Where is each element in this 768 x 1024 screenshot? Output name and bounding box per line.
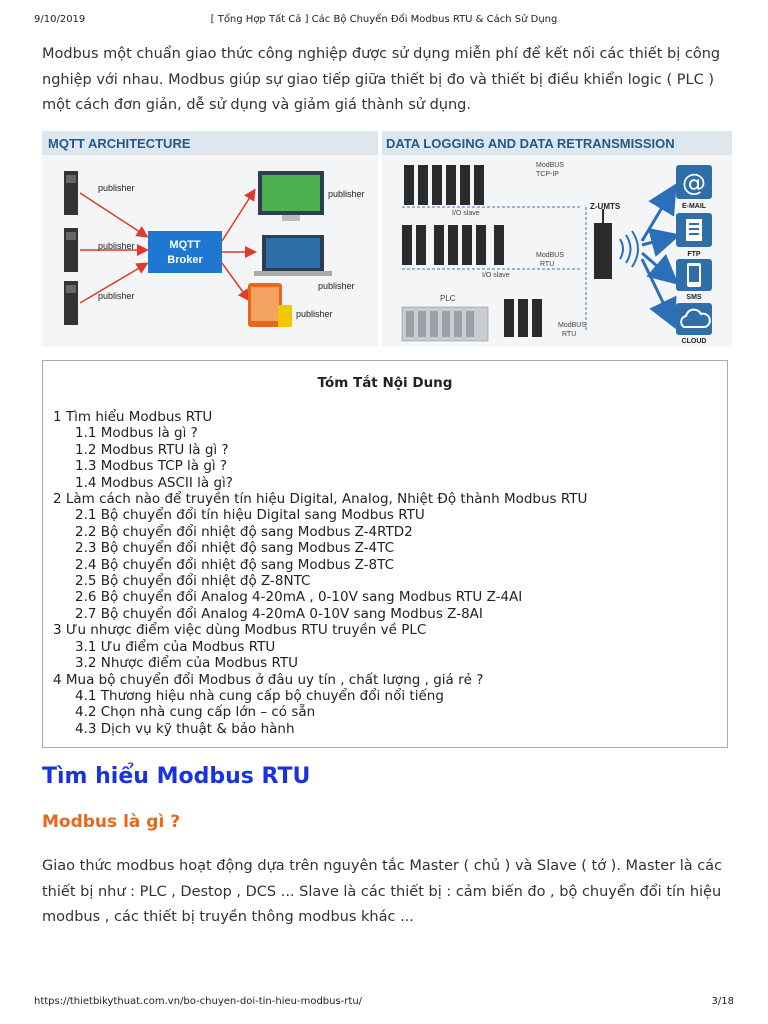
toc-item[interactable]: 4.3 Dịch vụ kỹ thuật & bảo hành bbox=[75, 720, 295, 737]
body-paragraph: Giao thức modbus hoạt động dựa trên nguy… bbox=[42, 858, 723, 925]
io-slave-label: I/O slave bbox=[452, 210, 480, 217]
publisher-label: publisher bbox=[98, 291, 135, 301]
toc-item[interactable]: 2 Làm cách nào để truyền tín hiệu Digita… bbox=[53, 491, 588, 508]
subsection-heading: Modbus là gì ? bbox=[42, 812, 181, 832]
toc-item[interactable]: 3.1 Ưu điểm của Modbus RTU bbox=[75, 638, 276, 655]
publisher-label: publisher bbox=[318, 281, 355, 291]
toc-item[interactable]: 2.1 Bộ chuyển đổi tín hiệu Digital sang … bbox=[75, 507, 425, 524]
toc-item[interactable]: 1.3 Modbus TCP là gì ? bbox=[75, 458, 228, 475]
toc-item[interactable]: 4 Mua bộ chuyển đổi Modbus ở đâu uy tín … bbox=[53, 671, 484, 688]
toc-item[interactable]: 1.1 Modbus là gì ? bbox=[75, 425, 198, 442]
toc-item[interactable]: 2.4 Bộ chuyển đổi nhiệt độ sang Modbus Z… bbox=[75, 556, 394, 573]
toc-item[interactable]: 2.2 Bộ chuyển đổi nhiệt độ sang Modbus Z… bbox=[75, 523, 413, 540]
left-header-bar bbox=[42, 131, 378, 155]
print-footer: https://thietbikythuat.com.vn/bo-chuyen-… bbox=[34, 996, 734, 1010]
publisher-label: publisher bbox=[98, 241, 135, 251]
toc-item[interactable]: 4.2 Chọn nhà cung cấp lớn – có sẵn bbox=[75, 704, 316, 721]
print-page-title: [ Tổng Hợp Tất Cả ] Các Bộ Chuyển Đổi Mo… bbox=[210, 14, 558, 25]
modbus-tcp-label-2: TCP-IP bbox=[536, 171, 559, 178]
email-label: E-MAIL bbox=[682, 203, 707, 210]
io-module-row bbox=[404, 165, 484, 205]
intro-paragraph: Modbus một chuẩn giao thức công nghiệp đ… bbox=[42, 46, 721, 113]
modbus-rtu-label-1: ModBUS bbox=[558, 322, 586, 329]
toc-item[interactable]: 2.3 Bộ chuyển đổi nhiệt độ sang Modbus Z… bbox=[75, 540, 394, 557]
email-icon: @ bbox=[676, 165, 712, 199]
monitor-icon bbox=[258, 171, 324, 221]
sms-label: SMS bbox=[686, 294, 702, 301]
device-icon bbox=[64, 171, 78, 325]
toc-item[interactable]: 4.1 Thương hiệu nhà cung cấp bộ chuyển đ… bbox=[75, 687, 444, 704]
toc-item[interactable]: 3 Ưu nhược điểm việc dùng Modbus RTU tru… bbox=[53, 622, 427, 639]
plc-icon bbox=[401, 306, 489, 342]
toc-item[interactable]: 1 Tìm hiểu Modbus RTU bbox=[53, 409, 213, 425]
broker-line2: Broker bbox=[167, 254, 203, 266]
print-date: 9/10/2019 bbox=[34, 14, 86, 25]
right-figure-title: DATA LOGGING AND DATA RETRANSMISSION bbox=[386, 136, 675, 151]
laptop-icon bbox=[254, 235, 332, 276]
io-slave-label: I/O slave bbox=[482, 272, 510, 279]
ftp-label: FTP bbox=[687, 251, 701, 258]
right-header-bar bbox=[382, 131, 732, 155]
modbus-tcp-label-1: ModBUS bbox=[536, 162, 564, 169]
print-url: https://thietbikythuat.com.vn/bo-chuyen-… bbox=[34, 996, 363, 1007]
print-header: 9/10/2019 [ Tổng Hợp Tất Cả ] Các Bộ Chu… bbox=[34, 14, 726, 28]
io-module-row bbox=[504, 299, 542, 337]
broker-line1: MQTT bbox=[169, 239, 200, 251]
signal-waves-icon bbox=[619, 230, 639, 268]
cloud-icon bbox=[676, 303, 712, 335]
toc-item[interactable]: 1.2 Modbus RTU là gì ? bbox=[75, 441, 229, 458]
modbus-rtu-label-2: RTU bbox=[540, 261, 554, 268]
publisher-label: publisher bbox=[296, 309, 333, 319]
architecture-figure: MQTT ARCHITECTURE DATA LOGGING AND DATA … bbox=[42, 131, 732, 347]
modbus-rtu-label-1: ModBUS bbox=[536, 252, 564, 259]
toc-item[interactable]: 2.7 Bộ chuyển đổi Analog 4-20mA 0-10V sa… bbox=[75, 605, 483, 622]
io-module-row bbox=[402, 225, 504, 265]
toc-item[interactable]: 1.4 Modbus ASCII là gì? bbox=[75, 474, 233, 491]
toc-item[interactable]: 2.5 Bộ chuyển đổi nhiệt độ Z-8NTC bbox=[75, 573, 311, 590]
tablet-icon bbox=[248, 283, 292, 327]
ftp-icon bbox=[676, 213, 712, 247]
mqtt-broker-box bbox=[148, 231, 222, 273]
publisher-label: publisher bbox=[328, 189, 365, 199]
toc-title: Tóm Tắt Nội Dung bbox=[317, 375, 453, 391]
publisher-label: publisher bbox=[98, 183, 135, 193]
toc-item[interactable]: 3.2 Nhược điểm của Modbus RTU bbox=[75, 655, 299, 672]
zumts-label: Z-UMTS bbox=[590, 202, 621, 211]
cloud-label: CLOUD bbox=[682, 338, 707, 345]
left-figure-title: MQTT ARCHITECTURE bbox=[48, 136, 191, 151]
section-heading: Tìm hiểu Modbus RTU bbox=[42, 764, 311, 789]
modbus-rtu-label-2: RTU bbox=[562, 331, 576, 338]
svg-text:@: @ bbox=[682, 169, 706, 197]
page-number: 3/18 bbox=[711, 996, 734, 1007]
sms-icon bbox=[676, 259, 712, 291]
gateway-icon bbox=[594, 209, 612, 279]
plc-label: PLC bbox=[440, 294, 456, 303]
toc-item[interactable]: 2.6 Bộ chuyển đổi Analog 4-20mA , 0-10V … bbox=[75, 589, 523, 606]
